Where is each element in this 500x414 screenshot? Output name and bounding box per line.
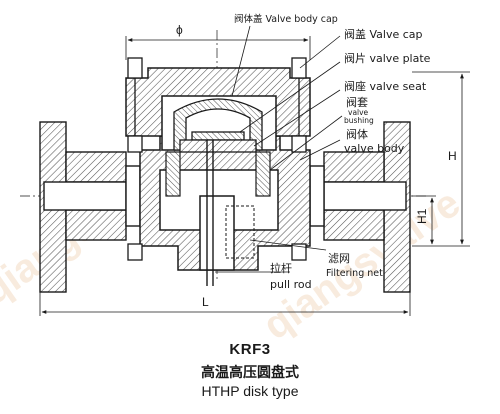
leader-lines (215, 25, 343, 273)
valve-bushing (165, 151, 271, 197)
label-valve-bushing-en-1: valve (348, 108, 369, 117)
dimension-h1 (412, 195, 436, 245)
right-flange (309, 121, 411, 293)
label-valve-body-cap: 阀体盖 Valve body cap (234, 13, 338, 25)
bolts (127, 57, 307, 261)
label-filtering-net-cn: 滤网 (328, 252, 350, 265)
product-name-chinese: 高温高压圆盘式 (201, 365, 299, 381)
pull-rod (206, 140, 214, 286)
label-valve-body-en: valve body (344, 142, 405, 155)
valve-seat (179, 139, 257, 153)
label-valve-bushing-cn: 阀套 (346, 95, 368, 109)
label-valve-plate: 阀片 valve plate (344, 51, 431, 65)
valve-plate (191, 131, 245, 141)
label-valve-seat: 阀座 valve seat (344, 79, 427, 93)
left-flange (39, 121, 141, 293)
product-name-english: HTHP disk type (201, 383, 299, 399)
dim-l: L (202, 295, 209, 309)
label-valve-cap: 阀盖 Valve cap (344, 27, 423, 41)
label-valve-body-cn: 阀体 (346, 127, 368, 141)
dimension-h (412, 71, 470, 247)
label-filtering-net-en: Filtering net (326, 268, 383, 279)
model-number: KRF3 (229, 341, 271, 358)
dim-h: H (448, 149, 457, 163)
dimension-phi (125, 36, 311, 60)
dimension-l (39, 292, 411, 316)
dim-h1: H1 (415, 208, 429, 224)
label-valve-bushing-en-2: bushing (344, 116, 374, 125)
label-pull-rod-en: pull rod (270, 278, 312, 291)
dim-phi: ϕ (176, 23, 183, 37)
label-pull-rod-cn: 拉杆 (270, 261, 292, 275)
